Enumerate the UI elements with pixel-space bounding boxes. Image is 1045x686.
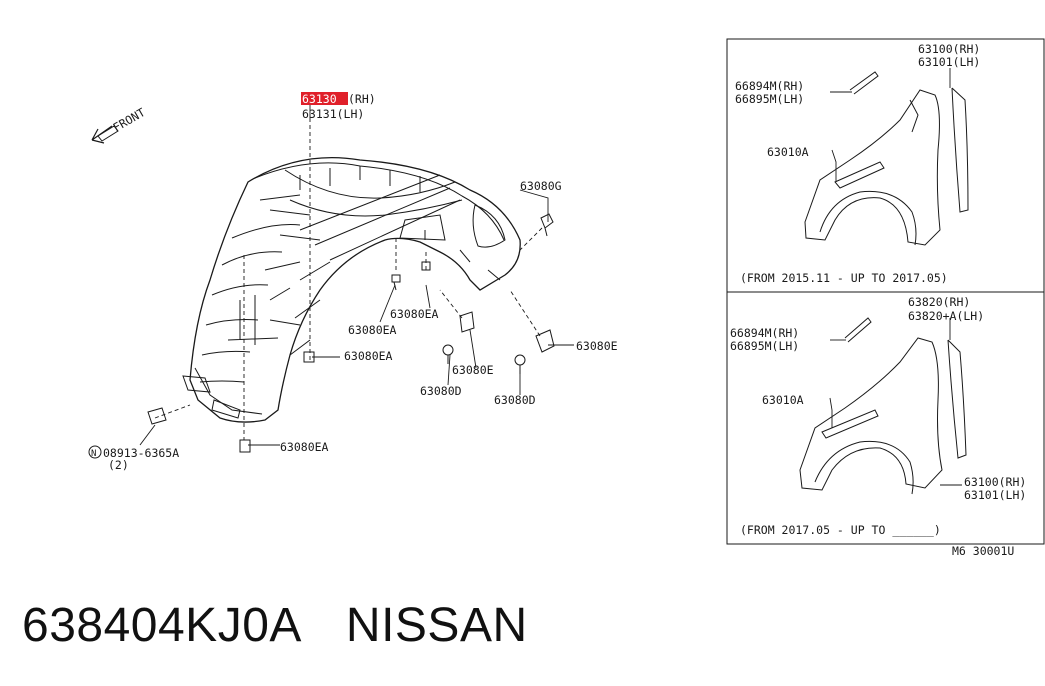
diagram-code: M6 30001U <box>952 544 1014 558</box>
callout-63131-lh: 63131(LH) <box>302 107 364 121</box>
part-number: 638404KJ0A <box>22 599 302 652</box>
inset-bottom-liner-rh: 63100(RH) <box>964 475 1026 489</box>
clip-63080ea-icon <box>303 351 315 363</box>
inset-top-seal-lh: 66895M(LH) <box>735 92 804 106</box>
highlight-box <box>301 92 348 105</box>
front-arrow-icon <box>91 125 119 144</box>
inset-bottom-seal-rh: 66894M(RH) <box>730 326 799 340</box>
callout-63080ea: 63080EA <box>280 440 329 454</box>
inset-bottom-seal-lh: 66895M(LH) <box>730 339 799 353</box>
fender-drawing-top <box>804 71 969 246</box>
inset-top-fender-lh: 63101(LH) <box>918 55 980 69</box>
rh-suffix: (RH) <box>348 92 376 106</box>
clip-63080ea-icon <box>421 261 431 271</box>
n-clip-symbol-icon <box>88 445 102 459</box>
bracket-63080e-icon <box>535 329 555 353</box>
clip-prefix-symbol: N <box>91 449 96 459</box>
fender-liner-drawing <box>182 157 521 423</box>
callout-63080d: 63080D <box>494 393 536 407</box>
inset-top-bracket: 63010A <box>767 145 809 159</box>
highlighted-part-number: 63130 <box>302 92 337 106</box>
inset-top-fender-rh: 63100(RH) <box>918 42 980 56</box>
callout-63080ea: 63080EA <box>390 307 439 321</box>
inset-bottom-liner-lh: 63101(LH) <box>964 488 1026 502</box>
callout-63080g: 63080G <box>520 179 562 193</box>
inset-top-seal-rh: 66894M(RH) <box>735 79 804 93</box>
bracket-63080e-icon <box>459 311 475 333</box>
callout-63080ea: 63080EA <box>344 349 393 363</box>
inset-bottom-fender-lh: 63820+A(LH) <box>908 309 984 323</box>
inset-panel-bottom <box>726 291 1045 545</box>
clip-63080g-icon <box>540 213 554 237</box>
screw-63080d-icon <box>442 344 454 364</box>
inset-top-caption: (FROM 2015.11 - UP TO 2017.05) <box>740 271 948 285</box>
inset-bottom-fender-rh: 63820(RH) <box>908 295 970 309</box>
inset-bottom-caption: (FROM 2017.05 - UP TO ______) <box>740 523 941 537</box>
part-number-heading: 638404KJ0A NISSAN <box>22 598 528 653</box>
screw-63080d-icon <box>514 354 526 374</box>
inset-panel-top <box>726 38 1045 293</box>
callout-63080ea: 63080EA <box>348 323 397 337</box>
brand-name: NISSAN <box>345 599 528 652</box>
clip-63080ea-icon <box>239 439 251 453</box>
callout-08913-6365a: 08913-6365A <box>103 446 179 460</box>
clip-63080ea-icon <box>391 274 401 291</box>
front-label: FRONT <box>111 105 148 134</box>
callout-63080d: 63080D <box>420 384 462 398</box>
callout-quantity: (2) <box>108 458 129 472</box>
callout-63080e: 63080E <box>576 339 618 353</box>
clip-08913-icon <box>147 407 167 425</box>
callout-63080e: 63080E <box>452 363 494 377</box>
inset-bottom-bracket: 63010A <box>762 393 804 407</box>
fender-drawing-bottom <box>799 317 967 495</box>
